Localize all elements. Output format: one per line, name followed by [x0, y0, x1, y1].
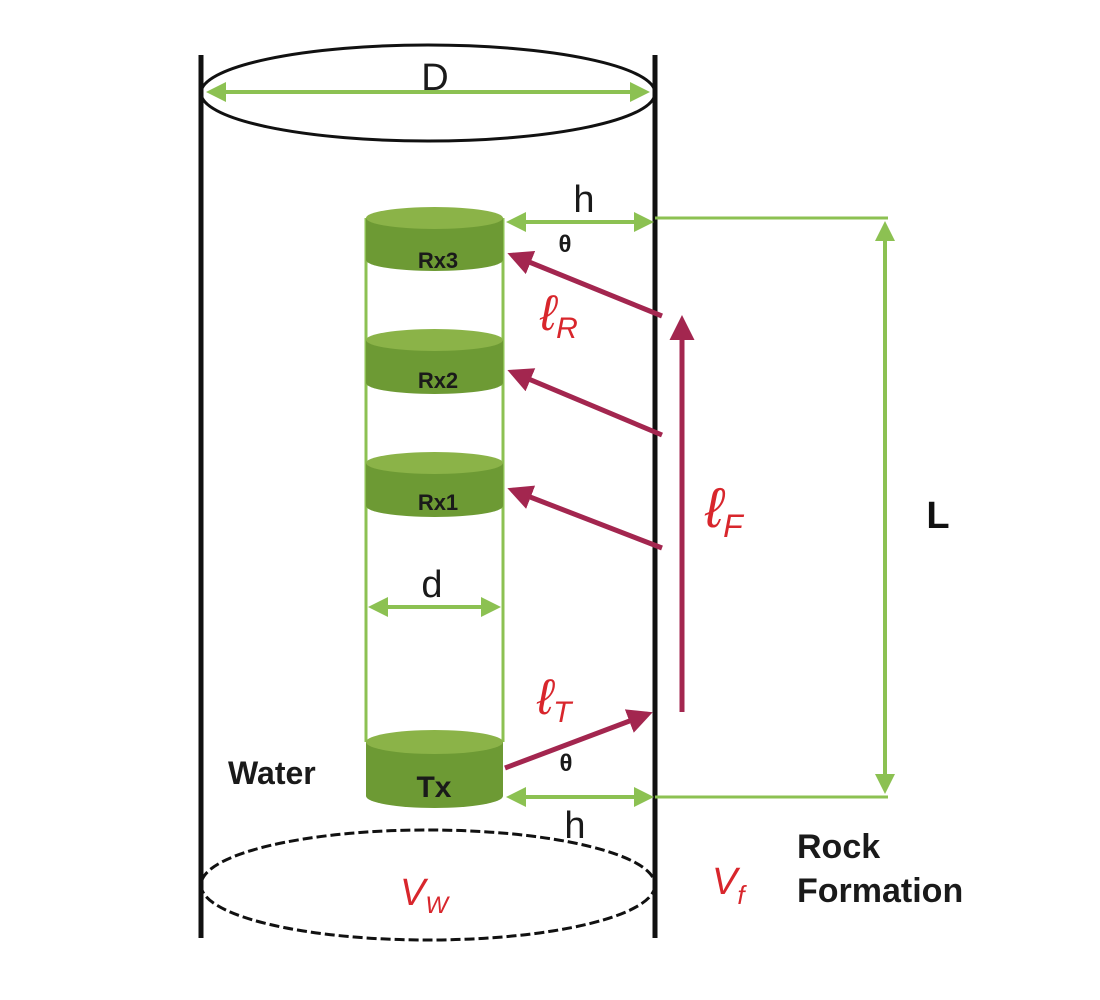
symbol-V-W-main: V [400, 872, 429, 914]
symbol-V-f-main: V [712, 861, 741, 903]
symbol-V-W-sub: W [425, 892, 450, 919]
transmitter-ray [504, 709, 653, 771]
receiver-rx3-label: Rx3 [418, 248, 458, 273]
borehole-bottom-ellipse [199, 828, 657, 942]
borehole-cylinder [198, 43, 658, 942]
receiver-ray-rx2 [507, 368, 663, 438]
receiver-ray-rx1 [507, 485, 663, 551]
receiver-rx2: Rx2 [366, 329, 503, 395]
symbol-V-f: Vf [712, 861, 747, 910]
label-theta-bottom: θ [560, 750, 573, 777]
receiver-rx3: Rx3 [366, 207, 503, 273]
label-theta-top: θ [559, 231, 572, 258]
receiver-rx1: Rx1 [366, 452, 503, 517]
symbol-V-W: VW [400, 872, 450, 919]
ray-paths [504, 250, 695, 771]
symbol-l-F-main: ℓ [704, 476, 726, 539]
symbol-l-T-sub: T [553, 696, 574, 729]
label-d: d [421, 564, 442, 606]
label-h-top: h [573, 179, 594, 221]
symbol-l-F-sub: F [723, 508, 745, 544]
label-water: Water [228, 755, 316, 791]
label-L: L [926, 495, 949, 537]
symbol-l-R-main: ℓ [539, 285, 558, 341]
receiver-rx2-label: Rx2 [418, 368, 458, 393]
borehole-top-ellipse [199, 43, 657, 143]
symbol-V-f-sub: f [737, 880, 747, 910]
symbol-l-T-main: ℓ [536, 669, 555, 725]
symbol-l-R-sub: R [556, 312, 578, 345]
receiver-rx1-label: Rx1 [418, 490, 458, 515]
symbol-l-R: ℓR [539, 285, 578, 345]
symbol-l-T: ℓT [536, 669, 574, 729]
label-h-bottom: h [564, 805, 585, 847]
dimension-arrows [206, 82, 895, 807]
tool-string: Rx3 Rx2 Rx1 Tx [364, 207, 505, 808]
transmitter-tx-label: Tx [416, 771, 451, 804]
transmitter-tx: Tx [366, 730, 503, 808]
receiver-ray-rx3 [507, 250, 663, 319]
label-rock: Rock [797, 828, 880, 866]
label-D: D [421, 57, 448, 99]
label-formation: Formation [797, 872, 963, 910]
symbol-l-F: ℓF [704, 476, 745, 544]
